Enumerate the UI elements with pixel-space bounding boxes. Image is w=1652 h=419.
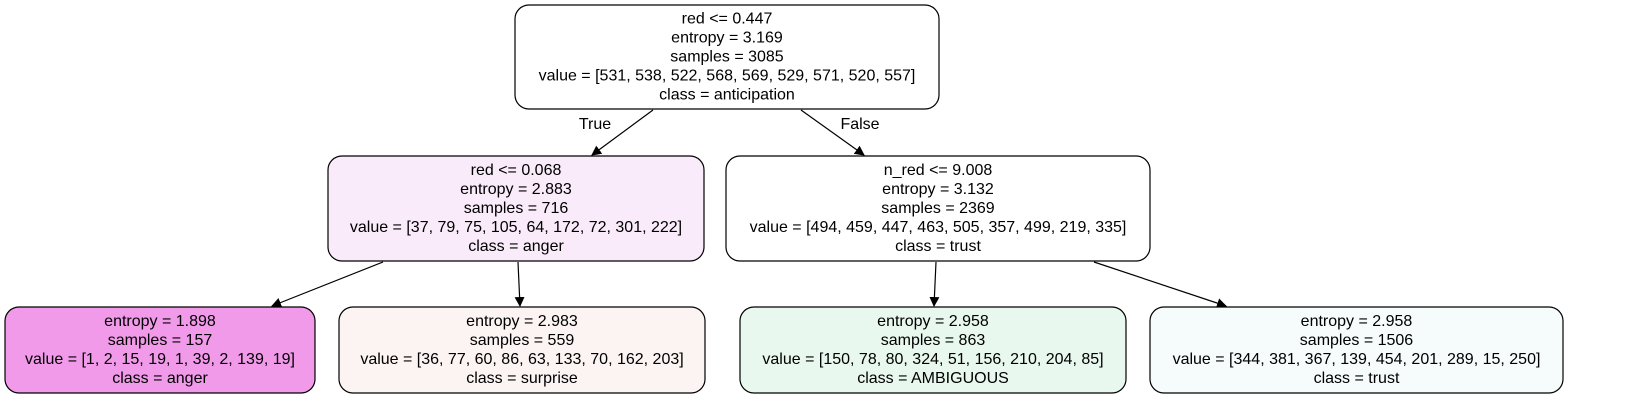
- tree-node-line: samples = 863: [881, 332, 986, 349]
- tree-node-line: entropy = 3.169: [671, 30, 783, 47]
- tree-node-line: class = trust: [1314, 370, 1400, 387]
- tree-node-line: entropy = 2.983: [466, 313, 578, 330]
- tree-node-line: entropy = 3.132: [882, 181, 994, 198]
- tree-node-line: entropy = 2.958: [877, 313, 989, 330]
- tree-node-line: samples = 3085: [670, 49, 784, 66]
- tree-node-line: samples = 1506: [1300, 332, 1414, 349]
- tree-node-line: value = [1, 2, 15, 19, 1, 39, 2, 139, 19…: [25, 351, 295, 368]
- tree-node-box: [338, 306, 706, 394]
- tree-node-box: [1149, 306, 1564, 394]
- tree-node-line: class = anticipation: [659, 87, 795, 104]
- tree-node-box: [327, 155, 705, 262]
- tree-node-right: n_red <= 9.008 entropy = 3.132 samples = 2…: [725, 155, 1151, 262]
- tree-node-line: value = [37, 79, 75, 105, 64, 172, 72, 3…: [350, 219, 682, 236]
- edge-right-to-leaf-4: [1093, 261, 1227, 308]
- tree-node-box: [4, 306, 316, 394]
- tree-node-line: value = [36, 77, 60, 86, 63, 133, 70, 16…: [360, 351, 683, 368]
- tree-node-line: n_red <= 9.008: [884, 162, 993, 179]
- tree-node-leaf-2: entropy = 2.983 samples = 559 value = [36,…: [338, 306, 706, 394]
- tree-node-line: value = [494, 459, 447, 463, 505, 357, 4…: [750, 219, 1127, 236]
- edge-label-false: False: [840, 116, 879, 133]
- tree-node-line: samples = 716: [464, 200, 569, 217]
- tree-node-line: value = [344, 381, 367, 139, 454, 201, 2…: [1173, 351, 1541, 368]
- tree-node-box: [514, 4, 940, 110]
- tree-node-line: class = anger: [468, 238, 564, 255]
- tree-node-line: entropy = 2.958: [1301, 313, 1413, 330]
- tree-node-line: samples = 559: [470, 332, 575, 349]
- tree-node-line: class = AMBIGUOUS: [857, 370, 1009, 387]
- tree-node-line: class = surprise: [466, 370, 578, 387]
- edge-root-to-left: [591, 109, 654, 156]
- tree-edges: True False: [271, 109, 1227, 308]
- tree-node-line: entropy = 2.883: [460, 181, 572, 198]
- tree-node-line: samples = 2369: [881, 200, 995, 217]
- tree-node-leaf-1: entropy = 1.898 samples = 157 value = [1, …: [4, 306, 316, 394]
- tree-node-box: [725, 155, 1151, 262]
- tree-nodes: red <= 0.447 entropy = 3.169 samples = 308…: [4, 4, 1564, 394]
- edge-left-to-leaf-2: [514, 261, 525, 307]
- tree-node-line: class = trust: [895, 238, 981, 255]
- tree-node-box: [739, 306, 1127, 394]
- tree-node-line: entropy = 1.898: [104, 313, 216, 330]
- tree-node-line: value = [150, 78, 80, 324, 51, 156, 210,…: [762, 351, 1103, 368]
- tree-node-left: red <= 0.068 entropy = 2.883 samples = 716…: [327, 155, 705, 262]
- tree-node-line: red <= 0.068: [471, 162, 562, 179]
- tree-node-leaf-3: entropy = 2.958 samples = 863 value = [150…: [739, 306, 1127, 394]
- edge-left-to-leaf-1: [271, 261, 384, 308]
- tree-node-line: samples = 157: [108, 332, 213, 349]
- edge-root-to-right: [800, 109, 865, 156]
- tree-node-line: red <= 0.447: [682, 11, 773, 28]
- tree-node-line: class = anger: [112, 370, 208, 387]
- tree-node-line: value = [531, 538, 522, 568, 569, 529, 5…: [539, 68, 916, 85]
- edge-label-true: True: [579, 116, 611, 133]
- edge-right-to-leaf-3: [929, 261, 940, 307]
- tree-node-leaf-4: entropy = 2.958 samples = 1506 value = [34…: [1149, 306, 1564, 394]
- tree-node-root: red <= 0.447 entropy = 3.169 samples = 308…: [514, 4, 940, 110]
